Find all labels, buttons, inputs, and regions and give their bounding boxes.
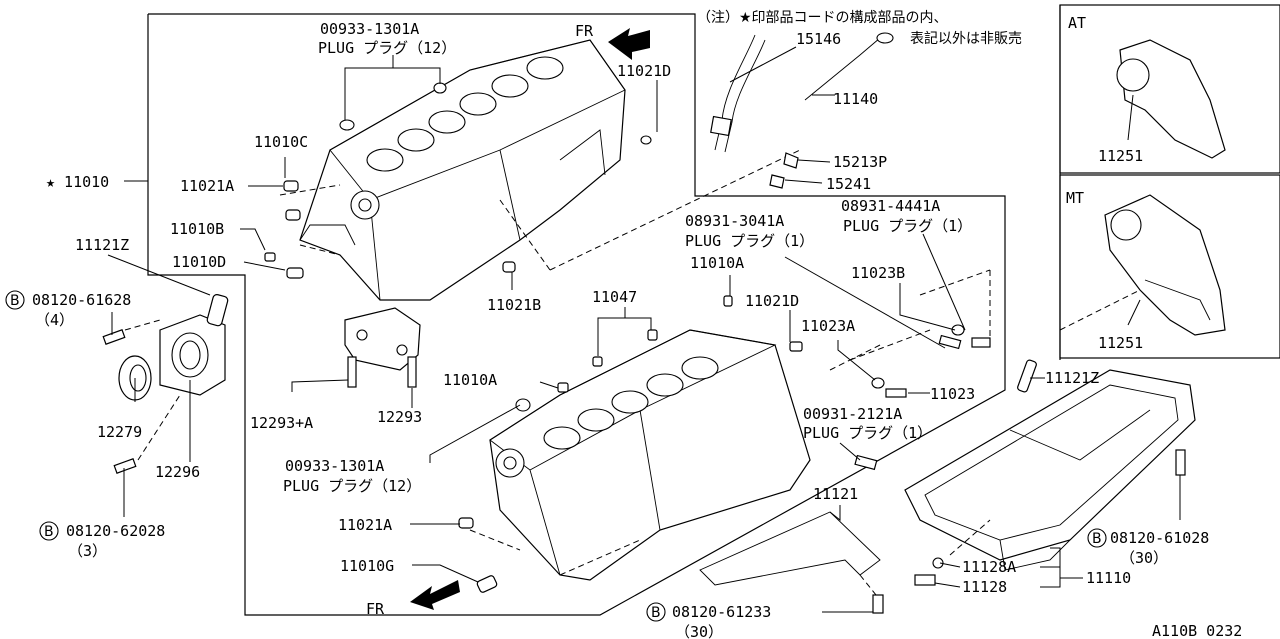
label-11010A-top: 11010A: [690, 254, 744, 272]
label-11128: 11128: [962, 578, 1007, 596]
label-08120-61628: 08120-61628: [32, 291, 131, 309]
dipstick-assembly: [710, 32, 894, 189]
label-08120-61628-qty: （4）: [35, 311, 74, 329]
label-12296: 12296: [155, 463, 200, 481]
note-line-1: （注）★印部品コードの構成部品の内、: [697, 10, 948, 26]
upper-small-parts: [264, 82, 652, 279]
label-00931-2121A-name: PLUG プラグ（1）: [803, 424, 932, 442]
oil-pan-gasket: [699, 511, 884, 614]
bolt-marker-1: [5, 290, 25, 310]
frame-lines: [147, 4, 1280, 616]
bolt-marker-2: [39, 521, 59, 541]
label-11021A-bot: 11021A: [338, 516, 392, 534]
label-11023A: 11023A: [801, 317, 855, 335]
label-15146: 15146: [796, 30, 841, 48]
fr-label-lower: FR: [366, 600, 385, 618]
note-line-2: 表記以外は非販売: [910, 30, 1022, 47]
at-panel-title: AT: [1068, 14, 1086, 32]
label-08120-61028-qty: （30）: [1120, 549, 1168, 567]
label-08931-4441A: 08931-4441A: [841, 197, 940, 215]
fr-arrow-upper: [608, 28, 650, 60]
upper-cylinder-block: [279, 39, 801, 301]
oil-pan: [904, 359, 1196, 586]
label-11047: 11047: [592, 288, 637, 306]
label-12279: 12279: [97, 423, 142, 441]
label-08931-3041A-name: PLUG プラグ（1）: [685, 232, 814, 250]
label-00933-1301A-top-name: PLUG プラグ（12）: [318, 39, 456, 57]
label-00933-1301A-top: 00933-1301A: [320, 20, 419, 38]
label-11021B: 11021B: [487, 296, 541, 314]
at-end-plate: [1116, 39, 1226, 159]
part-labels: （注）★印部品コードの構成部品の内、 表記以外は非販売 FR FR AT 112…: [32, 10, 1242, 639]
label-11010D: 11010D: [172, 253, 226, 271]
mt-panel-frame: [1059, 174, 1280, 359]
bolt-marker-4: [646, 602, 666, 622]
label-15241: 15241: [826, 175, 871, 193]
label-11021D-top: 11021D: [617, 62, 671, 80]
label-11121Z-right: 11121Z: [1045, 369, 1099, 387]
label-11010: ★ 11010: [46, 173, 109, 191]
bolt-marker-4-text: B: [651, 605, 661, 621]
fr-label-upper: FR: [575, 22, 594, 40]
label-08120-62028-qty: （3）: [68, 542, 107, 560]
front-arrows: [410, 28, 650, 610]
label-11140: 11140: [833, 90, 878, 108]
mt-panel-part: 11251: [1098, 334, 1143, 352]
label-08120-61233-qty: （30）: [675, 623, 723, 639]
label-11023: 11023: [930, 385, 975, 403]
label-00933-1301A-bot: 00933-1301A: [285, 457, 384, 475]
label-00931-2121A: 00931-2121A: [803, 405, 902, 423]
at-panel-part: 11251: [1098, 147, 1143, 165]
label-11010A-mid: 11010A: [443, 371, 497, 389]
rear-oil-seal-retainer: [102, 293, 229, 474]
bolt-marker-2-text: B: [44, 524, 54, 540]
main-assembly-frame: [147, 13, 1006, 616]
mt-panel-title: MT: [1066, 189, 1084, 207]
label-08931-3041A: 08931-3041A: [685, 212, 784, 230]
lower-small-parts: [829, 269, 991, 471]
leader-lines: [107, 46, 1181, 613]
bolt-marker-1-text: B: [10, 293, 20, 309]
label-11121: 11121: [813, 485, 858, 503]
label-12293: 12293: [377, 408, 422, 426]
label-11023B: 11023B: [851, 264, 905, 282]
bolt-marker-3: [1087, 528, 1107, 548]
label-11021A-top: 11021A: [180, 177, 234, 195]
label-08931-4441A-name: PLUG プラグ（1）: [843, 217, 972, 235]
fr-arrow-lower: [410, 580, 460, 610]
diagram-reference-code: A110B 0232: [1152, 622, 1242, 639]
label-00933-1301A-bot-name: PLUG プラグ（12）: [283, 477, 421, 495]
bolt-marker-3-text: B: [1092, 531, 1102, 547]
label-08120-61233: 08120-61233: [672, 603, 771, 621]
label-12293-A: 12293+A: [250, 414, 313, 432]
engine-mount-bracket: [344, 307, 421, 388]
label-08120-62028: 08120-62028: [66, 522, 165, 540]
at-panel-frame: [1059, 4, 1280, 174]
label-11010G: 11010G: [340, 557, 394, 575]
label-11110: 11110: [1086, 569, 1131, 587]
label-11010C: 11010C: [254, 133, 308, 151]
lower-cylinder-block: [458, 295, 811, 593]
label-08120-61028: 08120-61028: [1110, 529, 1209, 547]
label-11010B: 11010B: [170, 220, 224, 238]
label-11128A: 11128A: [962, 558, 1016, 576]
label-15213P: 15213P: [833, 153, 887, 171]
mt-end-plate: [1059, 194, 1226, 336]
label-11121Z-left: 11121Z: [75, 236, 129, 254]
bolt-markers: B B B B: [5, 290, 1107, 622]
label-11021D-mid: 11021D: [745, 292, 799, 310]
